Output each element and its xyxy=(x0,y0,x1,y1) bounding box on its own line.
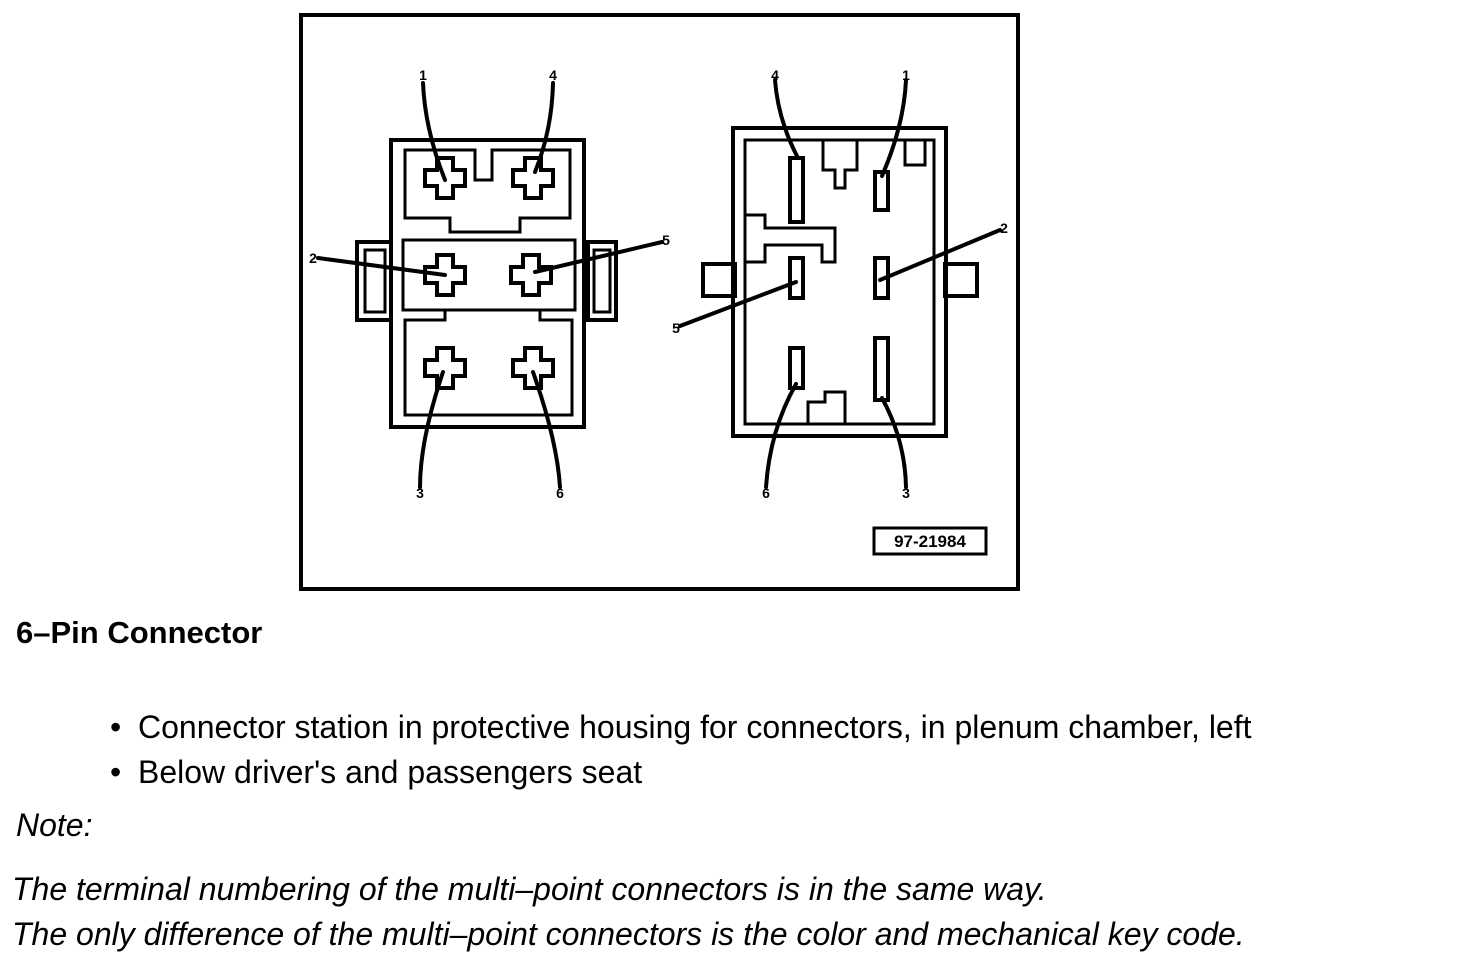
left-pin-label-4: 4 xyxy=(549,67,557,83)
right-pin-6 xyxy=(788,346,805,390)
right-pin-1 xyxy=(873,170,890,212)
note-label: Note: xyxy=(16,807,93,843)
bullet-icon: • xyxy=(110,709,122,745)
left-pin-label-3: 3 xyxy=(416,485,424,501)
left-leader-4 xyxy=(533,81,555,174)
left-leader-2 xyxy=(316,256,447,277)
right-leader-3 xyxy=(880,396,908,489)
figure-frame xyxy=(299,13,1020,591)
note-line: The terminal numbering of the multi–poin… xyxy=(12,871,1047,907)
left-pin-label-1: 1 xyxy=(419,67,427,83)
right-connector xyxy=(701,126,979,438)
left-leader-1 xyxy=(421,81,447,182)
right-pin-5 xyxy=(788,256,805,300)
section-heading: 6–Pin Connector xyxy=(16,615,263,650)
right-pin-label-3: 3 xyxy=(902,485,910,501)
left-leader-5 xyxy=(533,240,664,274)
connector-diagram: 1 4 2 5 3 6 4 1 5 xyxy=(299,13,1020,591)
list-item-text: Connector station in protective housing … xyxy=(138,709,1252,745)
list-item: • Below driver's and passengers seat xyxy=(110,750,1252,795)
left-pin-cavity-1 xyxy=(423,156,467,200)
right-connector-tab-left xyxy=(701,262,737,298)
right-connector-body xyxy=(731,126,948,438)
list-item: • Connector station in protective housing… xyxy=(110,705,1252,750)
left-leader-3 xyxy=(418,370,445,489)
left-leader-6 xyxy=(531,370,562,489)
left-pin-cavity-2 xyxy=(423,253,467,297)
right-leader-2 xyxy=(878,228,1002,282)
left-connector-body xyxy=(389,138,586,429)
right-leader-1 xyxy=(880,78,908,178)
note-line: The only difference of the multi–point c… xyxy=(12,916,1245,952)
reference-code-box xyxy=(872,526,988,556)
left-pin-cavity-3 xyxy=(423,346,467,390)
left-pin-label-5: 5 xyxy=(662,232,670,248)
right-leader-6 xyxy=(764,382,798,489)
reference-code: 97-21984 xyxy=(894,532,966,551)
right-pin-label-4: 4 xyxy=(771,67,779,83)
left-connector xyxy=(355,138,618,429)
left-connector-latch-right xyxy=(586,240,618,322)
right-pin-3 xyxy=(873,336,890,402)
right-connector-tab-right xyxy=(943,262,979,298)
right-pin-label-5: 5 xyxy=(672,320,680,336)
left-pin-cavity-4 xyxy=(511,156,555,200)
location-list: • Connector station in protective housing… xyxy=(110,705,1252,795)
bullet-icon: • xyxy=(110,754,122,790)
list-item-text: Below driver's and passengers seat xyxy=(138,754,643,790)
right-leader-4 xyxy=(773,78,800,160)
right-pin-label-6: 6 xyxy=(762,485,770,501)
right-pin-label-2: 2 xyxy=(1000,220,1008,236)
right-pin-4 xyxy=(788,156,805,224)
left-pin-cavity-5 xyxy=(509,253,553,297)
note-text: The terminal numbering of the multi–poin… xyxy=(12,867,1245,957)
left-pin-label-6: 6 xyxy=(556,485,564,501)
left-pin-cavity-6 xyxy=(511,346,555,390)
left-pin-label-2: 2 xyxy=(309,250,317,266)
right-leader-5 xyxy=(678,280,798,328)
right-pin-label-1: 1 xyxy=(902,67,910,83)
